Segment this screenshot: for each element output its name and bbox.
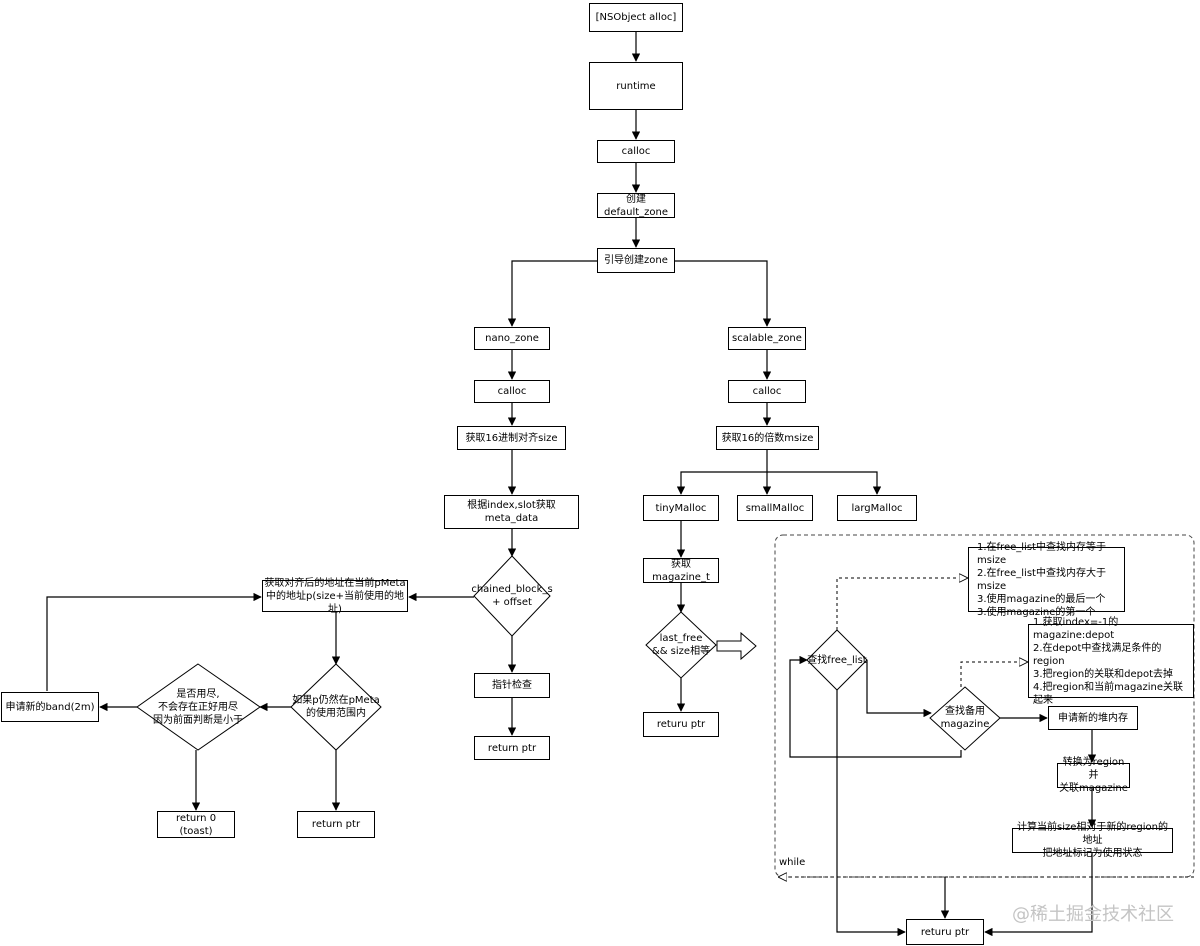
node-apply-band: 申请新的band(2m) xyxy=(1,692,99,722)
node-create-default-zone: 创建default_zone xyxy=(597,193,675,218)
decision-chained-block xyxy=(473,555,551,637)
label-is-exhausted: 是否用尽, 不会存在正好用尽 因为前面判断是小于 xyxy=(153,688,243,726)
edge-msize-large xyxy=(767,471,882,495)
node-nano-calloc: calloc xyxy=(474,380,550,403)
node-hex-align-size: 获取16进制对齐size xyxy=(457,426,566,450)
node-return-ptr-mid: return ptr xyxy=(474,736,550,760)
edge-freelist-note xyxy=(836,578,967,630)
node-nsobject-alloc: [NSObject alloc] xyxy=(589,3,683,32)
node-nano-zone: nano_zone xyxy=(474,327,550,350)
node-compute-address: 计算当前size相对于新的region的地址 把地址标记为使用状态 xyxy=(1012,822,1173,859)
edge-backup-loop xyxy=(789,655,962,758)
node-scalable-calloc: calloc xyxy=(728,380,806,403)
node-get-magazine: 获取magazine_t xyxy=(643,558,719,583)
edge-guide-scalable xyxy=(675,260,772,327)
decision-if-in-pmeta xyxy=(290,663,382,751)
node-multiple-msize: 获取16的倍数msize xyxy=(716,426,819,450)
decision-find-free-list xyxy=(806,629,868,691)
edge-band-aligned xyxy=(46,592,262,691)
node-scalable-zone: scalable_zone xyxy=(728,327,806,350)
node-convert-region: 转换为region并 关联magazine xyxy=(1057,757,1130,794)
node-return-ptr-tiny: returu ptr xyxy=(643,712,719,737)
node-large-malloc: largMalloc xyxy=(837,495,917,521)
edge-backup-note xyxy=(960,662,1027,687)
node-get-meta-data: 根据index,slot获取meta_data xyxy=(444,495,579,529)
label-if-in-pmeta: 如果p仍然在pMeta 的使用范围内 xyxy=(292,695,380,719)
edge-freelist-backup xyxy=(866,660,932,718)
node-runtime: runtime xyxy=(589,62,683,110)
label-find-backup-magazine: 查找备用 magazine xyxy=(940,706,990,730)
block-arrow xyxy=(716,631,757,661)
edge-guide-nano xyxy=(507,260,597,327)
edge-msize-tiny xyxy=(676,450,768,495)
node-aligned-address: 获取对齐后的地址在当前pMeta 中的地址p(size+当前使用的地址) xyxy=(262,578,408,615)
label-last-free: last_free && size相等 xyxy=(651,633,711,657)
note-free-list-steps: 1.在free_list中查找内存等于msize 2.在free_list中查找… xyxy=(968,542,1125,618)
note-depot-steps: 1.获取index=-1的magazine:depot 2.在depot中查找满… xyxy=(1028,617,1194,706)
decision-find-backup xyxy=(929,686,1001,751)
decision-is-exhausted xyxy=(136,663,261,751)
node-apply-heap: 申请新的堆内存 xyxy=(1048,706,1138,730)
node-return-zero: return 0 (toast) xyxy=(157,811,235,838)
node-tiny-malloc: tinyMalloc xyxy=(643,495,719,521)
label-chained-block: chained_block_s + offset xyxy=(471,584,553,608)
node-calloc: calloc xyxy=(597,140,675,163)
node-guide-create-zone: 引导创建zone xyxy=(597,248,675,273)
node-small-malloc: smallMalloc xyxy=(737,495,813,521)
node-pointer-check: 指针检查 xyxy=(474,673,550,698)
node-return-ptr-final: returu ptr xyxy=(906,919,984,945)
label-find-free-list: 查找free_list xyxy=(807,654,867,666)
while-loop-container xyxy=(774,534,1195,878)
label-while: while xyxy=(779,857,806,868)
edge-compute-return xyxy=(984,853,1093,937)
watermark: @稀土掘金技术社区 xyxy=(1012,904,1174,925)
node-return-ptr-left: return ptr xyxy=(297,811,375,838)
edge-freelist-return xyxy=(836,690,906,937)
decision-last-free xyxy=(645,611,717,679)
